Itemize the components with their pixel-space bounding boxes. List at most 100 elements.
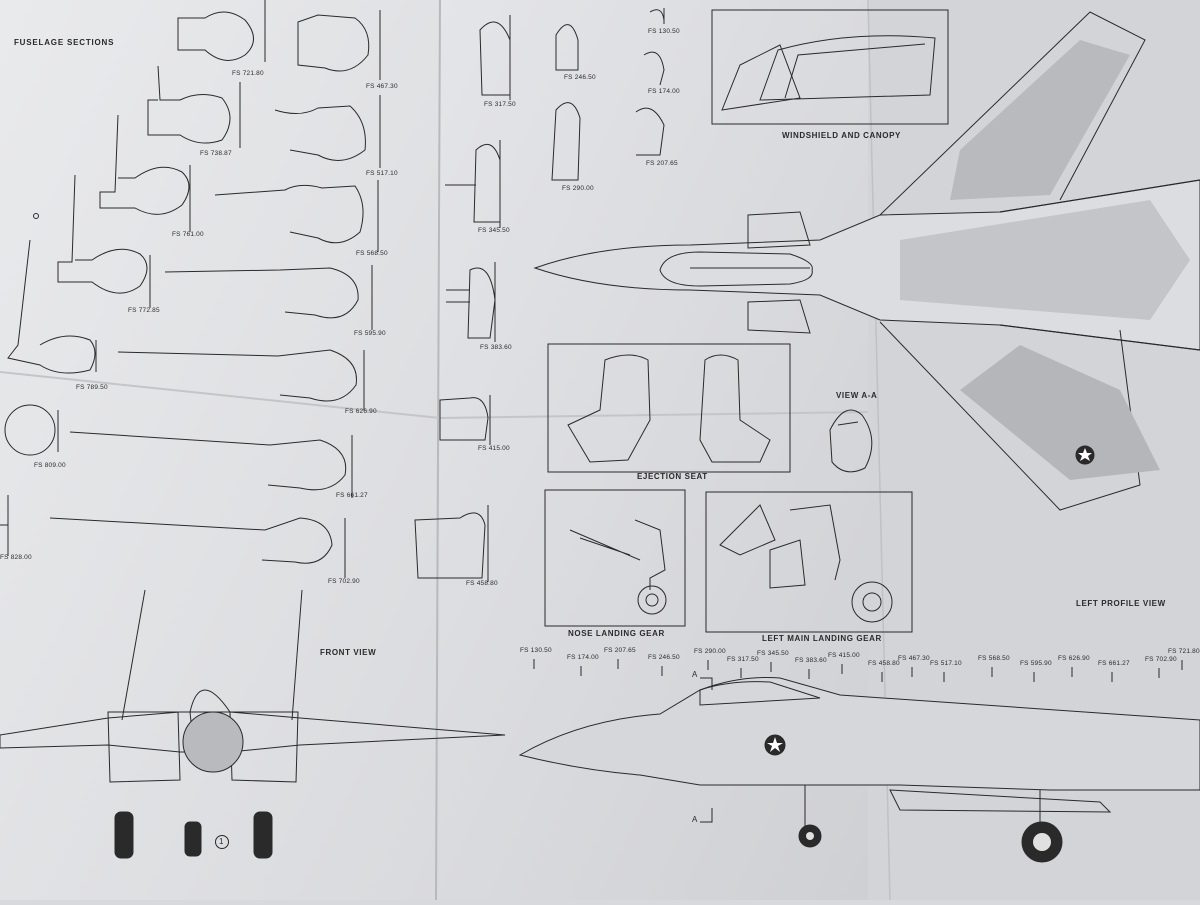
fuselage-section-m3 xyxy=(214,180,379,252)
main-gear-box xyxy=(705,491,913,633)
front-view-tire-nose xyxy=(184,821,202,857)
fuselage-section-c3 xyxy=(446,262,496,342)
callout-number: 1 xyxy=(219,837,224,846)
profile-wheel-nose-hub xyxy=(806,832,814,840)
station-label: FS 207.65 xyxy=(604,647,636,654)
fuselage-section-c5 xyxy=(414,505,489,582)
fuselage-section-d1 xyxy=(555,24,579,71)
fuselage-section-s6 xyxy=(4,404,59,456)
profile-wheel-main-hub xyxy=(1033,833,1051,851)
view-aa-title: VIEW A-A xyxy=(836,391,878,400)
left-profile-aircraft xyxy=(518,677,1200,835)
ejection-seat-box xyxy=(547,343,791,473)
section-label: FS 317.50 xyxy=(484,101,516,108)
fold-crease-vertical xyxy=(435,0,441,901)
section-label: FS 772.85 xyxy=(128,307,160,314)
fuselage-section-d2 xyxy=(551,102,581,181)
view-aa-drawing xyxy=(829,409,873,473)
section-label: FS 661.27 xyxy=(336,492,368,499)
section-label: FS 345.50 xyxy=(478,227,510,234)
station-label: FS 721.80 xyxy=(1168,648,1200,655)
fuselage-sections-title: FUSELAGE SECTIONS xyxy=(14,38,115,47)
station-label: FS 130.50 xyxy=(520,647,552,654)
fuselage-marker-dot xyxy=(33,213,39,219)
section-label: FS 174.00 xyxy=(648,88,680,95)
fuselage-section-c1 xyxy=(479,15,511,100)
nose-gear-box xyxy=(544,489,686,627)
fuselage-section-s2 xyxy=(147,65,241,148)
fuselage-section-s1 xyxy=(177,0,266,62)
section-label: FS 415.00 xyxy=(478,445,510,452)
left-profile-title: LEFT PROFILE VIEW xyxy=(1076,599,1166,608)
station-label: FS 458.80 xyxy=(868,660,900,667)
station-label: FS 595.90 xyxy=(1020,660,1052,667)
section-label: FS 809.00 xyxy=(34,462,66,469)
main-gear-title: LEFT MAIN LANDING GEAR xyxy=(762,634,882,643)
station-label: FS 317.50 xyxy=(727,656,759,663)
fuselage-section-e2 xyxy=(643,51,665,86)
section-cut-label-top: A xyxy=(692,670,698,679)
section-label: FS 789.50 xyxy=(76,384,108,391)
station-label: FS 246.50 xyxy=(648,654,680,661)
fuselage-section-m2 xyxy=(274,95,381,168)
section-label: FS 207.65 xyxy=(646,160,678,167)
station-label: FS 626.90 xyxy=(1058,655,1090,662)
section-label: FS 383.60 xyxy=(480,344,512,351)
fuselage-section-s5 xyxy=(7,239,97,374)
national-insignia-star xyxy=(1075,445,1095,465)
fuselage-section-s3 xyxy=(99,114,191,232)
station-label: FS 702.90 xyxy=(1145,656,1177,663)
fuselage-section-m7 xyxy=(49,517,346,578)
fuselage-section-s4 xyxy=(57,174,151,308)
station-label: FS 290.00 xyxy=(694,648,726,655)
station-tick-marks xyxy=(533,659,1183,682)
section-cut-label-bottom: A xyxy=(692,815,698,824)
section-label: FS 130.50 xyxy=(648,28,680,35)
section-label: FS 246.50 xyxy=(564,74,596,81)
main-gear-drawing xyxy=(719,504,893,623)
ejection-seat-drawing xyxy=(567,354,771,463)
front-view-tire-right xyxy=(253,811,273,859)
station-label: FS 174.00 xyxy=(567,654,599,661)
section-cut-line-aa xyxy=(700,677,713,823)
station-label: FS 383.60 xyxy=(795,657,827,664)
section-label: FS 467.30 xyxy=(366,83,398,90)
station-label: FS 345.50 xyxy=(757,650,789,657)
callout-circle xyxy=(215,835,229,849)
station-label: FS 467.30 xyxy=(898,655,930,662)
section-label: FS 626.90 xyxy=(345,408,377,415)
section-label: FS 290.00 xyxy=(562,185,594,192)
front-view-title: FRONT VIEW xyxy=(320,648,377,657)
windshield-canopy-title: WINDSHIELD AND CANOPY xyxy=(782,131,901,140)
fuselage-camo xyxy=(900,200,1190,320)
section-label: FS 568.50 xyxy=(356,250,388,257)
section-label: FS 828.00 xyxy=(0,554,32,561)
section-label: FS 595.90 xyxy=(354,330,386,337)
nose-gear-title: NOSE LANDING GEAR xyxy=(568,629,665,638)
fuselage-section-c2 xyxy=(445,140,501,228)
fuselage-section-s7 xyxy=(0,495,9,556)
fuselage-section-m4 xyxy=(164,265,373,330)
fuselage-section-m6 xyxy=(69,431,353,498)
fuselage-section-e3 xyxy=(635,107,665,156)
windshield-canopy-drawing xyxy=(721,35,936,111)
nose-gear-drawing xyxy=(569,519,667,615)
section-label: FS 458.80 xyxy=(466,580,498,587)
windshield-canopy-box xyxy=(711,9,949,125)
station-label: FS 568.50 xyxy=(978,655,1010,662)
section-label: FS 517.10 xyxy=(366,170,398,177)
section-label: FS 761.00 xyxy=(172,231,204,238)
front-view-tire-left xyxy=(114,811,134,859)
ejection-seat-title: EJECTION SEAT xyxy=(637,472,708,481)
station-label: FS 415.00 xyxy=(828,652,860,659)
wing-camo-top xyxy=(950,40,1130,200)
fuselage-section-c4 xyxy=(439,395,491,445)
wing-camo-bottom xyxy=(960,345,1160,480)
profile-insignia-star xyxy=(764,734,786,756)
fuselage-section-m1 xyxy=(297,10,381,80)
station-label: FS 661.27 xyxy=(1098,660,1130,667)
section-label: FS 702.90 xyxy=(328,578,360,585)
fuselage-section-e1 xyxy=(649,8,665,24)
